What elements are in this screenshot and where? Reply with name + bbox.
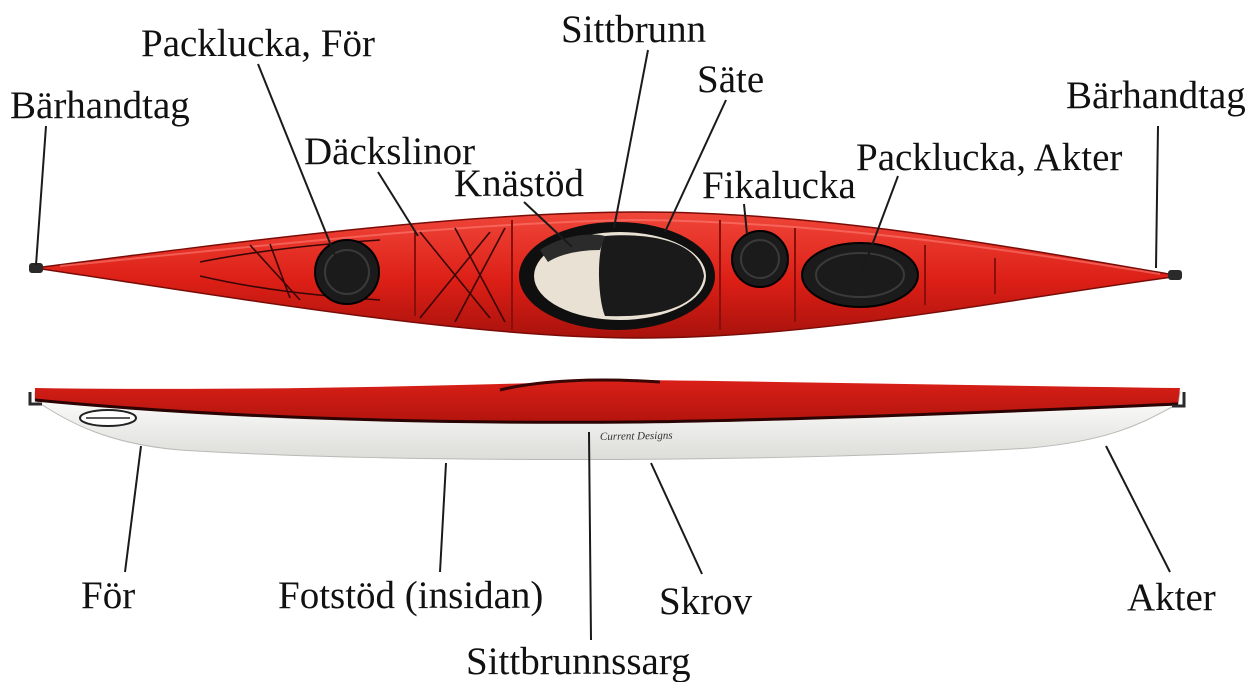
label-for: För (81, 574, 135, 617)
label-sittbrunn: Sittbrunn (561, 8, 706, 51)
leader-akter (1106, 446, 1170, 572)
labels: Packlucka, För Sittbrunn Säte Bärhandtag… (10, 8, 1246, 682)
label-packlucka-akter: Packlucka, Akter (856, 136, 1122, 179)
leader-barhandtag-left (36, 126, 46, 265)
leader-for (125, 446, 141, 572)
leader-sittbrunn (614, 50, 648, 228)
label-sittbrunnssarg: Sittbrunnssarg (466, 640, 691, 682)
label-knastod: Knästöd (454, 162, 584, 205)
label-barhandtag-right: Bärhandtag (1066, 74, 1246, 117)
kayak-side-view: Current Designs (30, 380, 1184, 460)
label-akter: Akter (1127, 576, 1216, 619)
label-barhandtag-left: Bärhandtag (10, 84, 190, 127)
leader-sittbrunnssarg (589, 432, 591, 640)
stern-carry-handle (1168, 270, 1182, 280)
leader-skrov (651, 463, 702, 574)
leader-barhandtag-right (1156, 126, 1158, 268)
label-sate: Säte (697, 58, 764, 101)
label-dackslinor: Däckslinor (304, 130, 475, 173)
label-skrov: Skrov (659, 580, 753, 623)
label-packlucka-for: Packlucka, För (141, 22, 375, 65)
label-fikalucka: Fikalucka (702, 164, 856, 207)
leader-fotstod (440, 463, 446, 572)
label-fotstod: Fotstöd (insidan) (278, 574, 543, 617)
hull-brand: Current Designs (600, 430, 673, 443)
kayak-top-view (29, 212, 1182, 338)
